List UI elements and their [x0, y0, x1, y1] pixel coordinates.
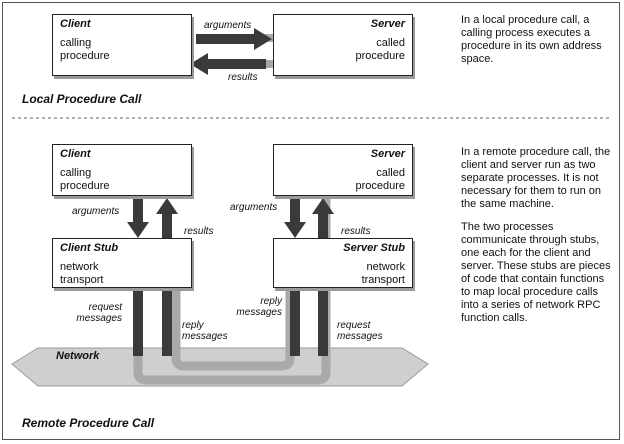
- remote-server-results-arrowhead: [312, 198, 334, 214]
- remote-client-results-arrowhead: [156, 198, 178, 214]
- local-client-body: calling procedure: [60, 37, 110, 63]
- remote-description: In a remote procedure call, the client a…: [461, 146, 611, 335]
- client-request-line1: request: [88, 302, 122, 313]
- local-arguments-arrowhead: [254, 28, 272, 50]
- client-stub-body: network transport: [60, 261, 103, 287]
- server-stub-box: Server Stub network transport: [273, 238, 413, 288]
- remote-client-results-label: results: [184, 226, 214, 237]
- remote-server-arguments-label: arguments: [230, 202, 278, 213]
- client-stub-line2: transport: [60, 274, 104, 286]
- local-results-arrow-shaft: [206, 59, 266, 69]
- client-reply-messages-label: reply messages: [182, 320, 228, 342]
- local-client-line2: procedure: [60, 50, 110, 62]
- local-heading: Local Procedure Call: [22, 92, 142, 106]
- remote-description-p2: The two processes communicate through st…: [461, 221, 611, 324]
- remote-client-arguments-label: arguments: [72, 206, 120, 217]
- remote-client-title: Client: [60, 148, 91, 160]
- local-arguments-arrow-shaft: [196, 34, 256, 44]
- client-reply-line2: messages: [182, 331, 228, 342]
- remote-server-arguments-shaft: [290, 198, 300, 224]
- remote-description-p1: In a remote procedure call, the client a…: [461, 146, 611, 210]
- remote-client-box: Client calling procedure: [52, 144, 192, 196]
- server-stub-title: Server Stub: [343, 242, 405, 254]
- client-stub-line1: network: [60, 261, 99, 273]
- remote-server-title: Server: [370, 148, 405, 160]
- local-server-body: called procedure: [355, 37, 405, 63]
- remote-client-results-shaft: [162, 212, 172, 238]
- server-stub-line2: transport: [361, 274, 405, 286]
- local-results-arrowhead: [190, 53, 208, 75]
- local-server-line2: procedure: [355, 50, 405, 62]
- remote-server-arguments-arrowhead: [284, 222, 306, 238]
- remote-client-arguments-arrowhead: [127, 222, 149, 238]
- server-request-line1: request: [337, 320, 371, 331]
- local-server-box: Server called procedure: [273, 14, 413, 76]
- local-description: In a local procedure call, a calling pro…: [461, 14, 602, 65]
- remote-client-arguments-shaft: [133, 198, 143, 224]
- local-results-label: results: [228, 72, 258, 83]
- client-request-messages-label: request messages: [76, 302, 122, 324]
- remote-client-line2: procedure: [60, 180, 110, 192]
- remote-heading: Remote Procedure Call: [22, 416, 155, 430]
- client-reply-arrow: [162, 286, 172, 356]
- server-request-messages-label: request messages: [337, 320, 383, 342]
- local-arguments-label: arguments: [204, 20, 252, 31]
- client-stub-title: Client Stub: [60, 242, 119, 254]
- client-reply-line1: reply: [182, 320, 204, 331]
- server-reply-arrow: [290, 286, 300, 356]
- server-request-arrow: [318, 286, 328, 356]
- server-stub-body: network transport: [362, 261, 405, 287]
- server-stub-line1: network: [366, 261, 405, 273]
- server-reply-line2: messages: [236, 307, 282, 318]
- remote-client-body: calling procedure: [60, 167, 110, 193]
- remote-server-results-label: results: [341, 226, 371, 237]
- server-reply-line1: reply: [260, 296, 282, 307]
- client-stub-box: Client Stub network transport: [52, 238, 192, 288]
- client-request-arrow: [133, 286, 143, 356]
- local-client-line1: calling: [60, 37, 92, 49]
- local-server-line1: called: [376, 37, 405, 49]
- local-client-title: Client: [60, 18, 91, 30]
- remote-server-line2: procedure: [355, 180, 405, 192]
- remote-server-results-shaft: [318, 212, 328, 238]
- network-label: Network: [56, 350, 100, 362]
- remote-client-line1: calling: [60, 167, 92, 179]
- server-request-line2: messages: [337, 331, 383, 342]
- remote-server-body: called procedure: [355, 167, 405, 193]
- client-request-line2: messages: [76, 313, 122, 324]
- remote-inner-loop: [171, 286, 295, 371]
- local-client-box: Client calling procedure: [52, 14, 192, 76]
- remote-server-box: Server called procedure: [273, 144, 413, 196]
- remote-server-line1: called: [376, 167, 405, 179]
- server-reply-messages-label: reply messages: [232, 296, 282, 318]
- local-server-title: Server: [370, 18, 405, 30]
